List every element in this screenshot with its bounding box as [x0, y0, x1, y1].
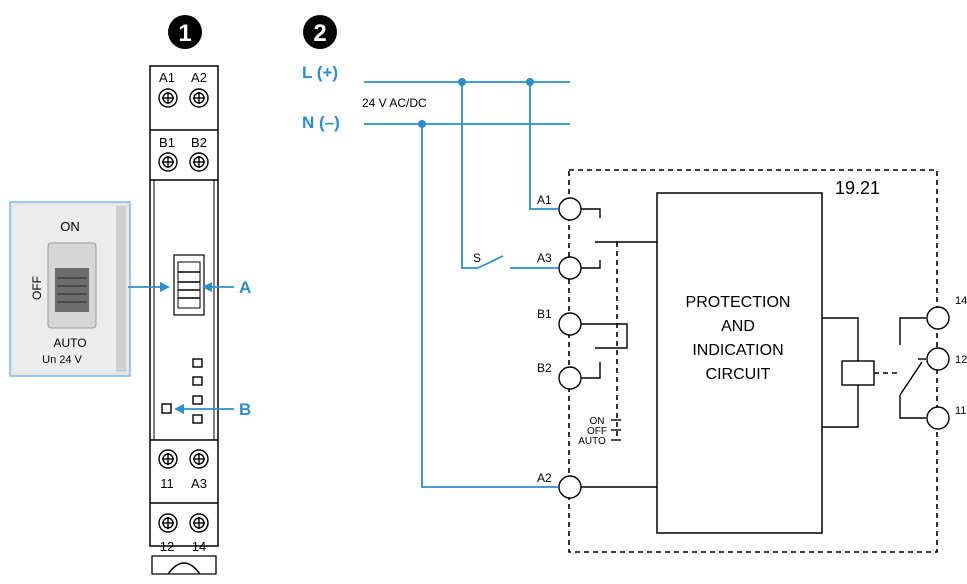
circuit-line-4: CIRCUIT	[706, 366, 771, 383]
switch-photo-inset: ON OFF AUTO Un 24 V	[9, 201, 170, 377]
callout-b-label: B	[239, 400, 251, 419]
relay-coil	[841, 360, 875, 386]
terminal-b2-label: B2	[537, 361, 552, 375]
photo-rating-label: Un 24 V	[42, 354, 82, 366]
contact-11: 11	[926, 405, 966, 430]
model-number: 19.21	[835, 178, 880, 198]
terminal-b1: B1	[537, 307, 582, 336]
screw-icon	[158, 152, 178, 172]
screw-icon	[158, 88, 178, 108]
callout-a: A	[202, 278, 251, 297]
screw-icon	[189, 513, 209, 533]
terminal-a2-label: A2	[537, 471, 552, 485]
terminal-label-11: 11	[160, 476, 174, 491]
terminal-label-b1-top: B1	[159, 135, 175, 150]
terminal-label-a3: A3	[191, 476, 207, 491]
selector-switch	[173, 254, 205, 316]
screw-icon	[189, 88, 209, 108]
wiring-schematic: L (+) N (–) 24 V AC/DC S 19.21 A1 A3 B1	[302, 63, 967, 553]
terminal-label-a2-top: A2	[191, 70, 207, 85]
terminal-label-b2-top: B2	[191, 135, 207, 150]
screw-icon	[189, 449, 209, 469]
terminal-b2: B2	[537, 361, 582, 390]
protection-circuit-block	[656, 192, 823, 534]
contact-12-label: 12	[955, 354, 967, 366]
switch-s-label: S	[473, 251, 481, 265]
photo-off-label: OFF	[30, 276, 44, 300]
terminal-b1-label: B1	[537, 307, 552, 321]
badge-one-number: 1	[178, 20, 191, 47]
contact-14-label: 14	[955, 295, 967, 307]
line-minus-label: N (–)	[302, 113, 340, 132]
callout-a-label: A	[239, 278, 251, 297]
din-clip-hook	[167, 562, 201, 575]
contact-14: 14	[926, 295, 967, 330]
terminal-a1-label: A1	[537, 193, 552, 207]
mode-auto-label: AUTO	[578, 436, 606, 447]
terminal-a3: A3	[537, 251, 582, 280]
terminal-label-a1-top: A1	[159, 70, 175, 85]
line-plus-label: L (+)	[302, 63, 338, 82]
circuit-line-1: PROTECTION	[686, 294, 791, 311]
led-indicators	[161, 358, 203, 424]
terminal-a2: A2	[537, 471, 582, 499]
terminal-a3-label: A3	[537, 251, 552, 265]
badge-two: 2	[303, 15, 337, 49]
terminal-label-12: 12	[160, 539, 174, 554]
din-clip	[151, 555, 217, 575]
circuit-line-3: INDICATION	[692, 342, 783, 359]
circuit-line-2: AND	[721, 318, 755, 335]
relay-device: A1 A2 B1 B2 11 A3 1	[149, 65, 219, 575]
callout-b: B	[174, 400, 251, 419]
photo-auto-label: AUTO	[53, 336, 86, 350]
screw-icon	[189, 152, 209, 172]
mode-on-label: ON	[590, 416, 605, 427]
photo-on-label: ON	[60, 219, 80, 234]
mode-off-label: OFF	[587, 426, 607, 437]
terminal-a1: A1	[537, 193, 582, 221]
contact-11-label: 11	[955, 405, 966, 417]
terminal-label-14: 14	[192, 539, 206, 554]
supply-voltage-label: 24 V AC/DC	[362, 96, 427, 110]
screw-icon	[158, 513, 178, 533]
badge-one: 1	[168, 15, 202, 49]
badge-two-number: 2	[313, 20, 326, 47]
screw-icon	[158, 449, 178, 469]
contact-12: 12	[926, 347, 967, 371]
